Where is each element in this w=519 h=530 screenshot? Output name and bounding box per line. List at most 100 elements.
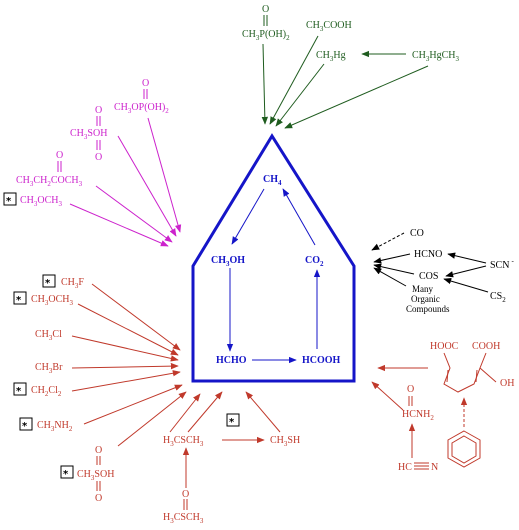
co2-label: CO2 [305,255,324,268]
methylphosphonic-acid-label: CH3P(OH)2 [242,29,290,42]
hcn-n-label: N [431,462,438,473]
dmso-o: O [182,489,189,500]
benzene-ring [447,430,481,468]
muconic-double-2 [475,369,478,383]
dimethyl-ether-label: CH3OCH3 [31,294,74,307]
msa-star: * [63,469,69,480]
muconic-cooh-label: COOH [472,341,500,352]
dms-to-house-arrow-2 [169,393,201,433]
methylphosphonic-acid-o: O [262,4,269,15]
central-cycle: CH4 CH3OH CO2 HCHO HCOOH [211,174,341,366]
methyl-chloride-label: CH3Cl [35,329,62,342]
cs2-to-cos-arrow [443,277,489,293]
ch3br-to-house-arrow [71,362,179,370]
cos-label: COS [419,271,438,282]
hcn-label: HC [398,462,412,473]
dme-top-star-box [3,192,17,206]
house-outline [191,133,356,383]
msa-star-box [60,465,74,479]
ch2cl2-star-box [13,382,27,396]
methyl-ethyl-ketone-label: CH3CH2COCH3 [16,175,83,188]
acetic-to-house-arrow [269,35,319,125]
co-label: CO [410,228,424,239]
formamide-label: HCNH2 [402,409,434,422]
msa-o-top: O [95,445,102,456]
msa-bottom-o: O [95,152,102,163]
muconic-hooc-label: HOOC [430,341,459,352]
dms-star-box [226,413,240,427]
methyl-fluoride-label: CH3F [61,277,84,290]
muconic-double-1 [446,369,449,383]
dimethyl-sulfoxide-label: H3CSCH3 [163,512,204,525]
hcno-to-house-arrow [373,253,411,264]
ch4-to-ch3oh-arrow [231,188,265,245]
methylphosphonic-to-house-arrow [261,43,269,125]
scn-to-cos-arrow [445,265,487,278]
dichloromethane-label: CH2Cl2 [31,385,62,398]
ch3nh2-to-house-arrow [83,384,183,425]
mek-to-house-arrow [95,185,173,243]
upper-left-compounds: O CH3OP(OH)2 O CH3SOH O O CH3CH2COCH3 * … [3,78,182,247]
co2-to-ch4-arrow [282,188,316,246]
methanethiol-label: CH3SH [270,435,300,448]
dme-star-box [13,291,27,305]
right-red-compounds: O HCNH2 HC N HOOC COOH OH [371,341,514,473]
hcno-label: HCNO [414,249,442,260]
ch3f-star: * [45,278,51,289]
dms-to-house-arrow [187,391,223,433]
co-to-house-arrow [371,232,405,251]
msa-to-house-red-arrow [117,391,187,447]
formamide-to-house-arrow [371,381,404,411]
dimethylmercury-label: CH3HgCH3 [412,50,460,63]
scn-to-hcno-arrow [447,252,487,264]
msa-top-o: O [95,105,102,116]
mpa-o: O [142,78,149,89]
ch3oh-label: CH3OH [211,255,245,268]
methyl-bromide-label: CH3Br [35,362,63,375]
ch3sh-to-house-arrow [245,391,281,433]
msa-to-house-arrow [117,135,177,237]
muconic-skeleton [443,352,497,393]
muconic-oh-label: OH [500,378,514,389]
dimethylhg-to-house-arrow [284,65,429,129]
dme-top-to-house-arrow [69,203,169,247]
methyl-sulfonic-acid-top-label: CH3SOH [70,128,107,141]
many-organic-line-3: Compounds [406,304,450,314]
many-organic-line-1: Many [412,284,433,294]
dme-top-star: * [6,196,12,207]
mpa-to-house-arrow [147,117,182,233]
methyl-phosphate-label: CH3OP(OH)2 [114,102,169,115]
left-compounds: * CH3F * CH3OCH3 CH3Cl CH3Br * CH2Cl2 * … [13,274,187,504]
carbon-disulfide-label: CS2 [490,291,506,304]
organic-to-house-arrow [373,267,407,287]
dms-star: * [229,417,235,428]
hcho-label: HCHO [216,355,247,366]
dimethyl-ether-top-label: CH3OCH3 [20,195,63,208]
top-compounds: O CH3P(OH)2 CH3COOH CH3Hg CH3HgCH3 [242,4,460,129]
benzene-inner-ring [451,435,477,464]
ch3f-to-house-arrow [91,283,181,351]
right-compounds: CO HCNO COS SCN- CS2 Many Organic Compou… [371,228,514,314]
ch3cl-to-house-arrow [71,335,179,362]
acetic-acid-label: CH3COOH [306,20,352,33]
ch3nh2-star-box [19,417,33,431]
thiocyanate-label: SCN- [490,257,514,271]
ch2cl2-to-house-arrow [71,370,181,392]
ch3f-star-box [42,274,56,288]
methyl-sulfonic-acid-label: CH3SOH [77,469,114,482]
formamide-o: O [407,384,414,395]
methylhg-to-house-arrow [275,63,325,127]
dme-to-house-arrow [77,303,179,356]
dme-star: * [16,295,22,306]
ch4-label: CH4 [263,174,282,187]
cos-to-house-arrow [373,263,415,275]
ch3nh2-star: * [22,421,28,432]
methylamine-label: CH3NH2 [37,420,73,433]
msa-o-bottom: O [95,493,102,504]
ch2cl2-star: * [16,386,22,397]
mek-o: O [56,150,63,161]
dimethyl-sulfide-label: H3CSCH3 [163,435,204,448]
bottom-compounds: H3CSCH3 * CH3SH H3CSCH3 O [163,391,300,525]
